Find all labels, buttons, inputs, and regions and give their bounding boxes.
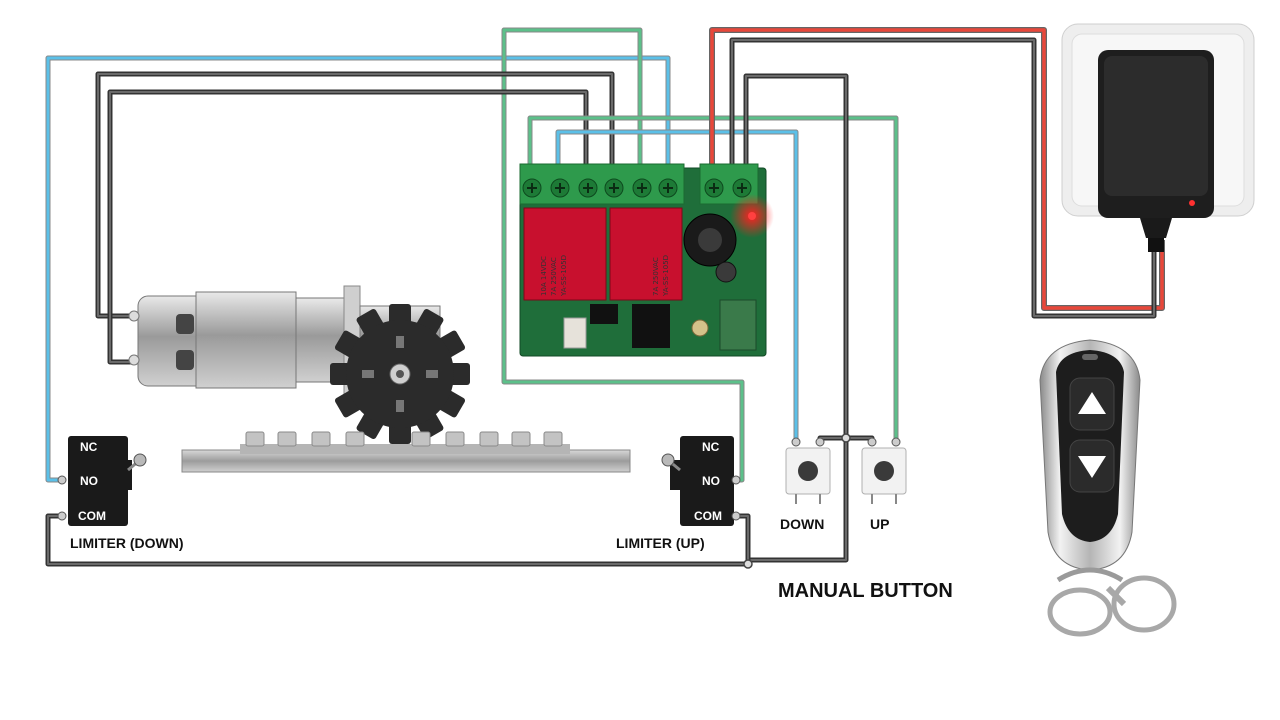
relay-1-rating-dc: 10A 14VDC <box>540 256 548 296</box>
receiver-board: YA-SS-105D 7A 250VAC 10A 14VDC YA-SS-105… <box>519 163 774 357</box>
down-button-label: DOWN <box>780 516 824 532</box>
push-button-down[interactable] <box>785 437 831 504</box>
keyring-icon <box>1047 587 1113 637</box>
limit-up-nc: NC <box>702 440 720 454</box>
relay-1: YA-SS-105D 7A 250VAC 10A 14VDC <box>523 207 607 301</box>
gear-rack <box>181 431 631 473</box>
limit-switch-down: NC NO COM <box>57 436 147 526</box>
limit-up-com: COM <box>694 509 722 523</box>
relay-2-rating: 7A 250VAC <box>652 257 660 296</box>
down-arrow-icon <box>1078 456 1106 478</box>
up-arrow-icon <box>1078 392 1106 414</box>
limit-down-com: COM <box>78 509 106 523</box>
push-button-up[interactable] <box>861 437 907 504</box>
relay-2-part: YA-SS-105D <box>662 255 670 297</box>
wall-socket-adapter <box>1061 23 1255 252</box>
remote-down-button[interactable] <box>1069 439 1115 493</box>
pinion-gear <box>330 304 470 444</box>
limit-switch-up: NC NO COM <box>661 436 741 526</box>
limit-down-no: NO <box>80 474 98 488</box>
limit-up-no: NO <box>702 474 720 488</box>
limit-down-nc: NC <box>80 440 98 454</box>
limiter-up-label: LIMITER (UP) <box>616 535 705 551</box>
wires <box>45 27 1165 569</box>
relay-1-part: YA-SS-105D <box>560 255 568 297</box>
terminal-block <box>522 178 752 198</box>
remote-control <box>1039 339 1177 637</box>
remote-up-button[interactable] <box>1069 377 1115 431</box>
relay-2: YA-SS-105D 7A 250VAC <box>609 207 683 301</box>
limiter-down-label: LIMITER (DOWN) <box>70 535 184 551</box>
manual-button-label: MANUAL BUTTON <box>778 580 953 602</box>
relay-1-rating: 7A 250VAC <box>550 257 558 296</box>
up-button-label: UP <box>870 516 889 532</box>
